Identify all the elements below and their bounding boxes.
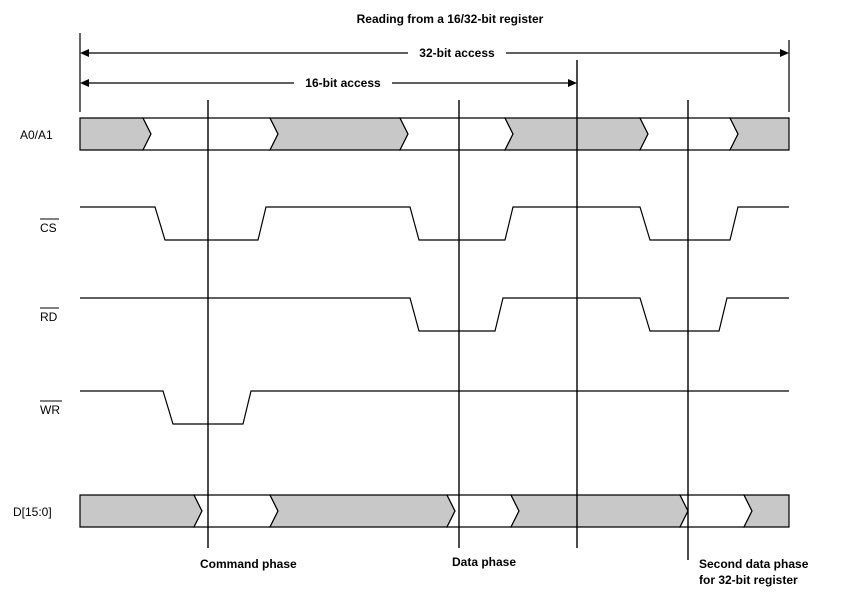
access-16-dimension: 16-bit access — [80, 76, 577, 90]
second-data-phase-sublabel: for 32-bit register — [699, 573, 798, 587]
access-32-label: 32-bit access — [419, 46, 495, 60]
second-data-phase-label: Second data phase — [699, 557, 809, 571]
command-phase-label: Command phase — [200, 557, 297, 571]
svg-text:CS: CS — [40, 221, 57, 235]
signal-label-wr: WR — [40, 400, 62, 417]
signal-label-data: D[15:0] — [13, 505, 52, 519]
access-16-label: 16-bit access — [305, 76, 381, 90]
svg-text:RD: RD — [40, 310, 58, 324]
data-bus-waveform — [79, 494, 790, 528]
access-32-dimension: 32-bit access — [79, 33, 790, 112]
data-phase-label: Data phase — [452, 555, 516, 569]
wr-waveform — [80, 390, 789, 425]
cs-waveform — [80, 206, 789, 241]
svg-text:WR: WR — [40, 403, 60, 417]
signal-label-rd: RD — [40, 307, 59, 324]
signal-label-cs: CS — [40, 218, 59, 235]
signal-label-a0a1: A0/A1 — [20, 128, 53, 142]
a0a1-bus-waveform — [79, 117, 790, 151]
diagram-title: Reading from a 16/32-bit register — [357, 12, 544, 26]
rd-waveform — [80, 297, 789, 332]
